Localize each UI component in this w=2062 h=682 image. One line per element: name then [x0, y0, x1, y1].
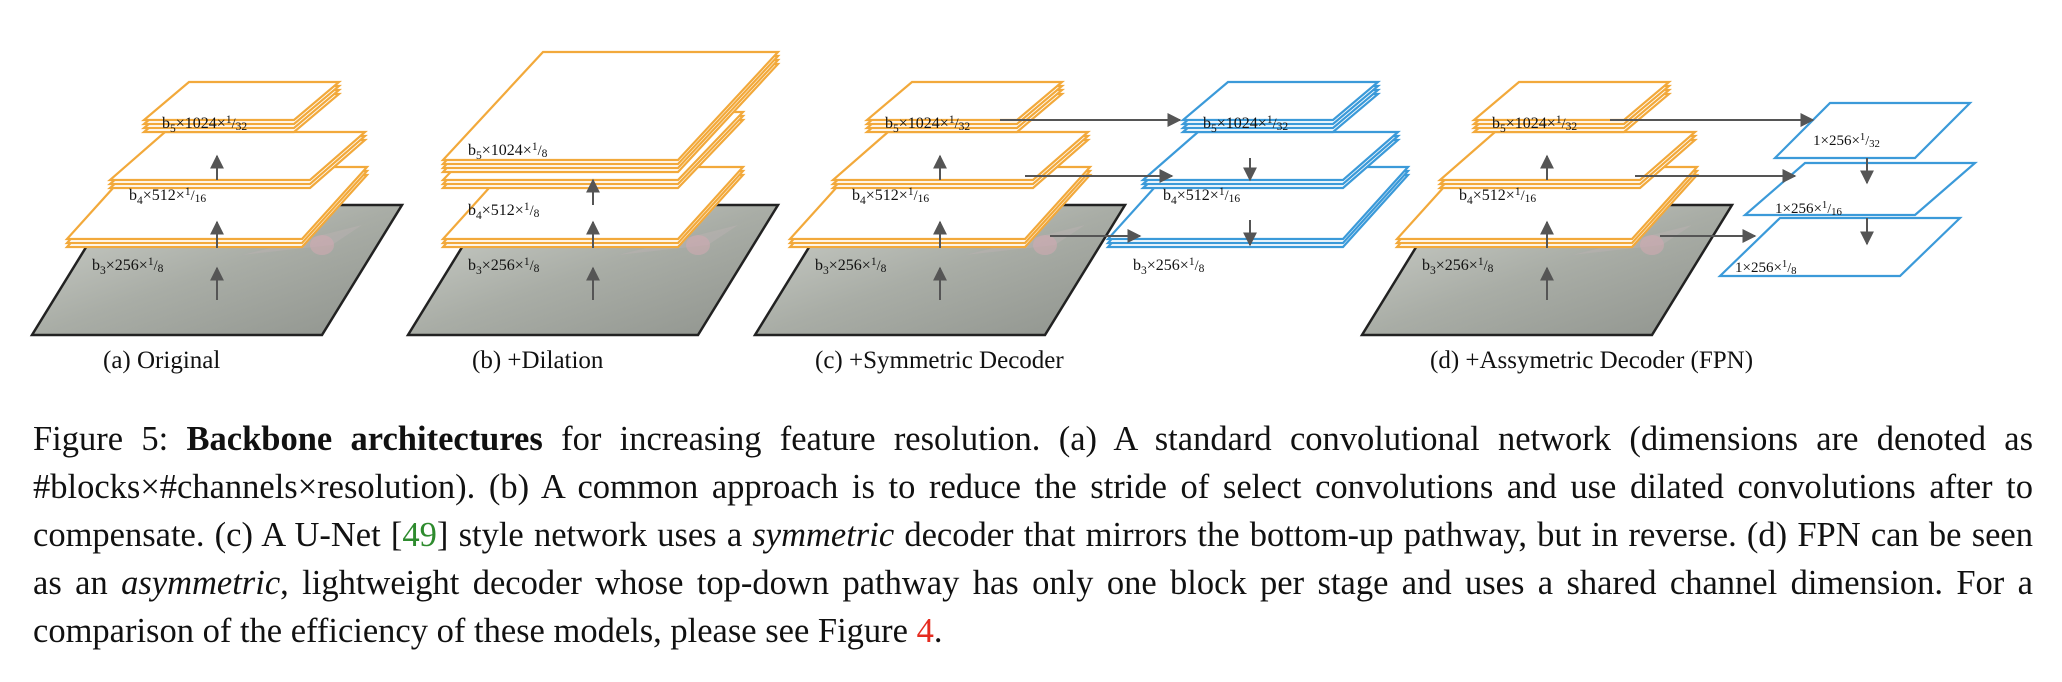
panel-a-label-b5: b5×1024×1/32 [162, 114, 247, 135]
caption-text-2: ] style network uses a [436, 516, 753, 554]
figure-title: Backbone architectures [186, 420, 543, 458]
caption-emphasis-asymmetric: asymmetric [121, 564, 281, 602]
panel-b-label-b5: b5×1024×1/8 [468, 141, 548, 162]
panel-c-decoder-label-b5: b5×1024×1/32 [1203, 114, 1288, 135]
panel-a-label-b3: b3×256×1/8 [92, 256, 164, 277]
panel-a-level-b5 [140, 80, 343, 122]
panel-b-level-b5 [440, 50, 781, 162]
panel-c-label-b3: b3×256×1/8 [815, 256, 887, 277]
panel-caption-b: (b) +Dilation [472, 347, 604, 374]
citation-link[interactable]: 49 [402, 516, 437, 554]
panel-d-level-b5 [1470, 80, 1673, 122]
panel-c-level-b5 [863, 80, 1066, 122]
panel-b-input-image-highlight [686, 235, 710, 255]
caption-emphasis-symmetric: symmetric [752, 516, 895, 554]
panel-c-decoder-label-b3: b3×256×1/8 [1133, 256, 1205, 277]
panel-d-label-b5: b5×1024×1/32 [1492, 114, 1577, 135]
figure-caption: Figure 5: Backbone architectures for inc… [33, 415, 2033, 655]
caption-text-5: . [933, 612, 943, 650]
panel-caption-a: (a) Original [103, 347, 220, 374]
panel-d-label-b3: b3×256×1/8 [1422, 256, 1494, 277]
panel-a-level-b4 [107, 130, 368, 182]
figure-label: Figure 5: [33, 420, 169, 458]
panel-d-level-b4 [1437, 130, 1698, 182]
panel-d-input-image-highlight [1640, 235, 1664, 255]
panel-c-decoder-level-b5 [1179, 80, 1382, 122]
panel-a-input-image-highlight [310, 235, 334, 255]
panel-b-label-b3: b3×256×1/8 [468, 256, 540, 277]
figure-diagram: b3×256×1/8b4×512×1/16b5×1024×1/32b3×256×… [29, 50, 1978, 374]
caption-text-1: for increasing feature resolution. (a) A… [33, 420, 2033, 554]
panel-c-input-image-highlight [1033, 235, 1057, 255]
panel-d-decoder-label-3: 1×256×1/8 [1735, 258, 1797, 277]
panel-c-decoder-level-b4 [1140, 130, 1401, 182]
caption-text-4: , lightweight decoder whose top-down pat… [33, 564, 2033, 650]
panel-b-label-b4: b4×512×1/8 [468, 201, 540, 222]
panel-d-decoder-level-3 [1717, 216, 1963, 278]
panel-c-label-b5: b5×1024×1/32 [885, 114, 970, 135]
panel-caption-c: (c) +Symmetric Decoder [815, 347, 1064, 374]
panel-c-level-b4 [830, 130, 1091, 182]
panel-caption-d: (d) +Assymetric Decoder (FPN) [1430, 347, 1753, 374]
caption-text-3: decoder that mirrors the bottom-up pathw… [33, 516, 2033, 602]
figure-reference-link[interactable]: 4 [916, 612, 934, 650]
